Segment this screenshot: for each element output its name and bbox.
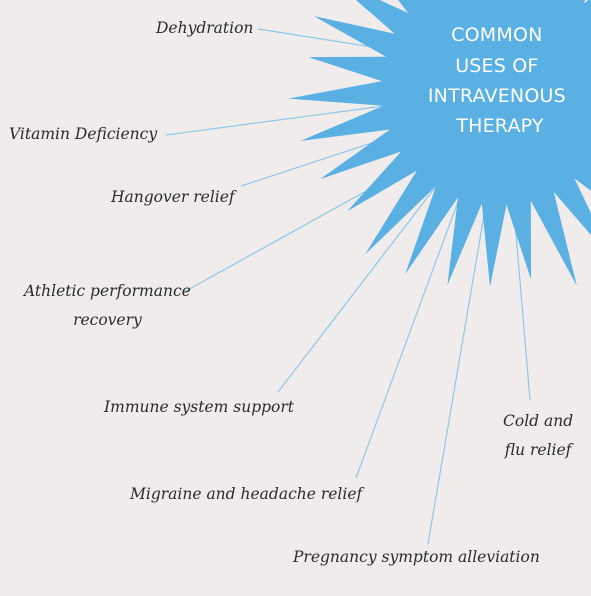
connector-line-vitamin-deficiency [165,103,400,136]
title-line-4: THERAPY [455,115,544,137]
label-athletic-performance-recovery: Athletic performance recovery [24,282,191,329]
title-line-2: USES OF [455,55,538,77]
center-title: COMMON USES OF INTRAVENOUS THERAPY [428,24,572,137]
connector-lines [165,28,531,545]
title-line-1: COMMON [451,24,542,46]
title-line-3: INTRAVENOUS [428,85,566,107]
label-migraine-headache-relief: Migraine and headache relief [130,485,363,503]
label-dehydration: Dehydration [156,19,254,37]
label-pregnancy-symptom-alleviation: Pregnancy symptom alleviation [293,548,540,566]
connector-line-immune-system-support [277,171,448,393]
connector-line-pregnancy-symptom-alleviation [427,185,490,545]
label-vitamin-deficiency: Vitamin Deficiency [9,125,158,143]
label-hangover-relief: Hangover relief [111,188,235,206]
label-cold-flu-relief: Cold and flu relief [503,412,574,459]
label-immune-system-support: Immune system support [104,398,295,416]
starburst-shape [288,0,591,287]
connector-line-migraine-headache-relief [355,179,467,479]
